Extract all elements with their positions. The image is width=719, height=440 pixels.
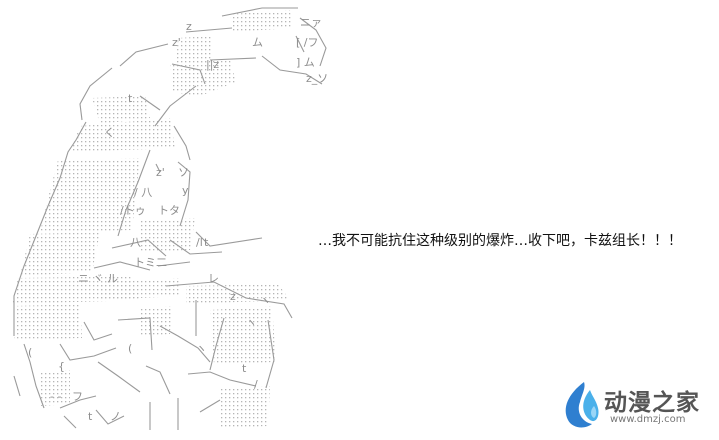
svg-text:] ム: ] ム xyxy=(296,56,315,69)
svg-text:z': z' xyxy=(156,166,165,179)
svg-text:z': z' xyxy=(172,36,181,49)
svg-text:(: ( xyxy=(128,342,132,355)
svg-text:t: t xyxy=(204,236,209,249)
dialogue-text: …我不可能抗住这种级别的爆炸…收下吧，卡兹组长！！！ xyxy=(318,233,682,249)
svg-text:/ 八: / 八 xyxy=(134,186,152,199)
svg-text:t: t xyxy=(242,362,247,375)
svg-text:(: ( xyxy=(28,346,32,359)
svg-text:ソ: ソ xyxy=(178,166,189,179)
watermark: 动漫之家 www.dmzj.com xyxy=(560,380,710,432)
svg-text:y: y xyxy=(182,184,189,197)
svg-text:z: z xyxy=(230,290,236,303)
svg-text:- -: - - xyxy=(50,390,61,403)
watermark-name: 动漫之家 xyxy=(604,390,700,416)
svg-text:フ: フ xyxy=(72,390,83,403)
svg-text:/トゥ: /トゥ xyxy=(120,204,146,217)
flame-logo-icon xyxy=(565,382,599,428)
svg-text:||z: ||z xyxy=(206,58,219,71)
svg-text:z_ソ: z_ソ xyxy=(306,72,328,85)
glyph-marks: z z' ム ニァ [ /フ ] ム z_ソ ||z t く z' ソ / 八 … xyxy=(28,16,328,423)
svg-text:{: { xyxy=(58,360,65,373)
shading-regions xyxy=(12,10,292,428)
svg-text:/l: /l xyxy=(196,236,203,249)
watermark-url: www.dmzj.com xyxy=(610,414,686,425)
svg-text:ヽ: ヽ xyxy=(260,294,271,307)
svg-text:t: t xyxy=(88,410,93,423)
svg-text:八: 八 xyxy=(130,236,141,249)
svg-text:ヽ: ヽ xyxy=(246,316,257,329)
svg-text:t: t xyxy=(128,92,133,105)
svg-text:ヽ: ヽ xyxy=(196,342,207,355)
svg-text:ニァ: ニァ xyxy=(300,16,322,29)
svg-text:ム: ム xyxy=(252,36,263,49)
outline-strokes xyxy=(13,7,327,430)
svg-text:レ: レ xyxy=(208,272,219,285)
svg-text:/: / xyxy=(254,378,258,391)
svg-text:トミ二: トミ二 xyxy=(134,256,167,269)
svg-text:トタ: トタ xyxy=(158,204,180,217)
svg-text:ノ: ノ xyxy=(110,410,121,423)
svg-text:ニ ヾ ル: ニ ヾ ル xyxy=(78,272,118,285)
svg-text:z: z xyxy=(186,20,192,33)
svg-text:[ /フ: [ /フ xyxy=(296,36,319,49)
svg-text:く: く xyxy=(104,126,115,139)
